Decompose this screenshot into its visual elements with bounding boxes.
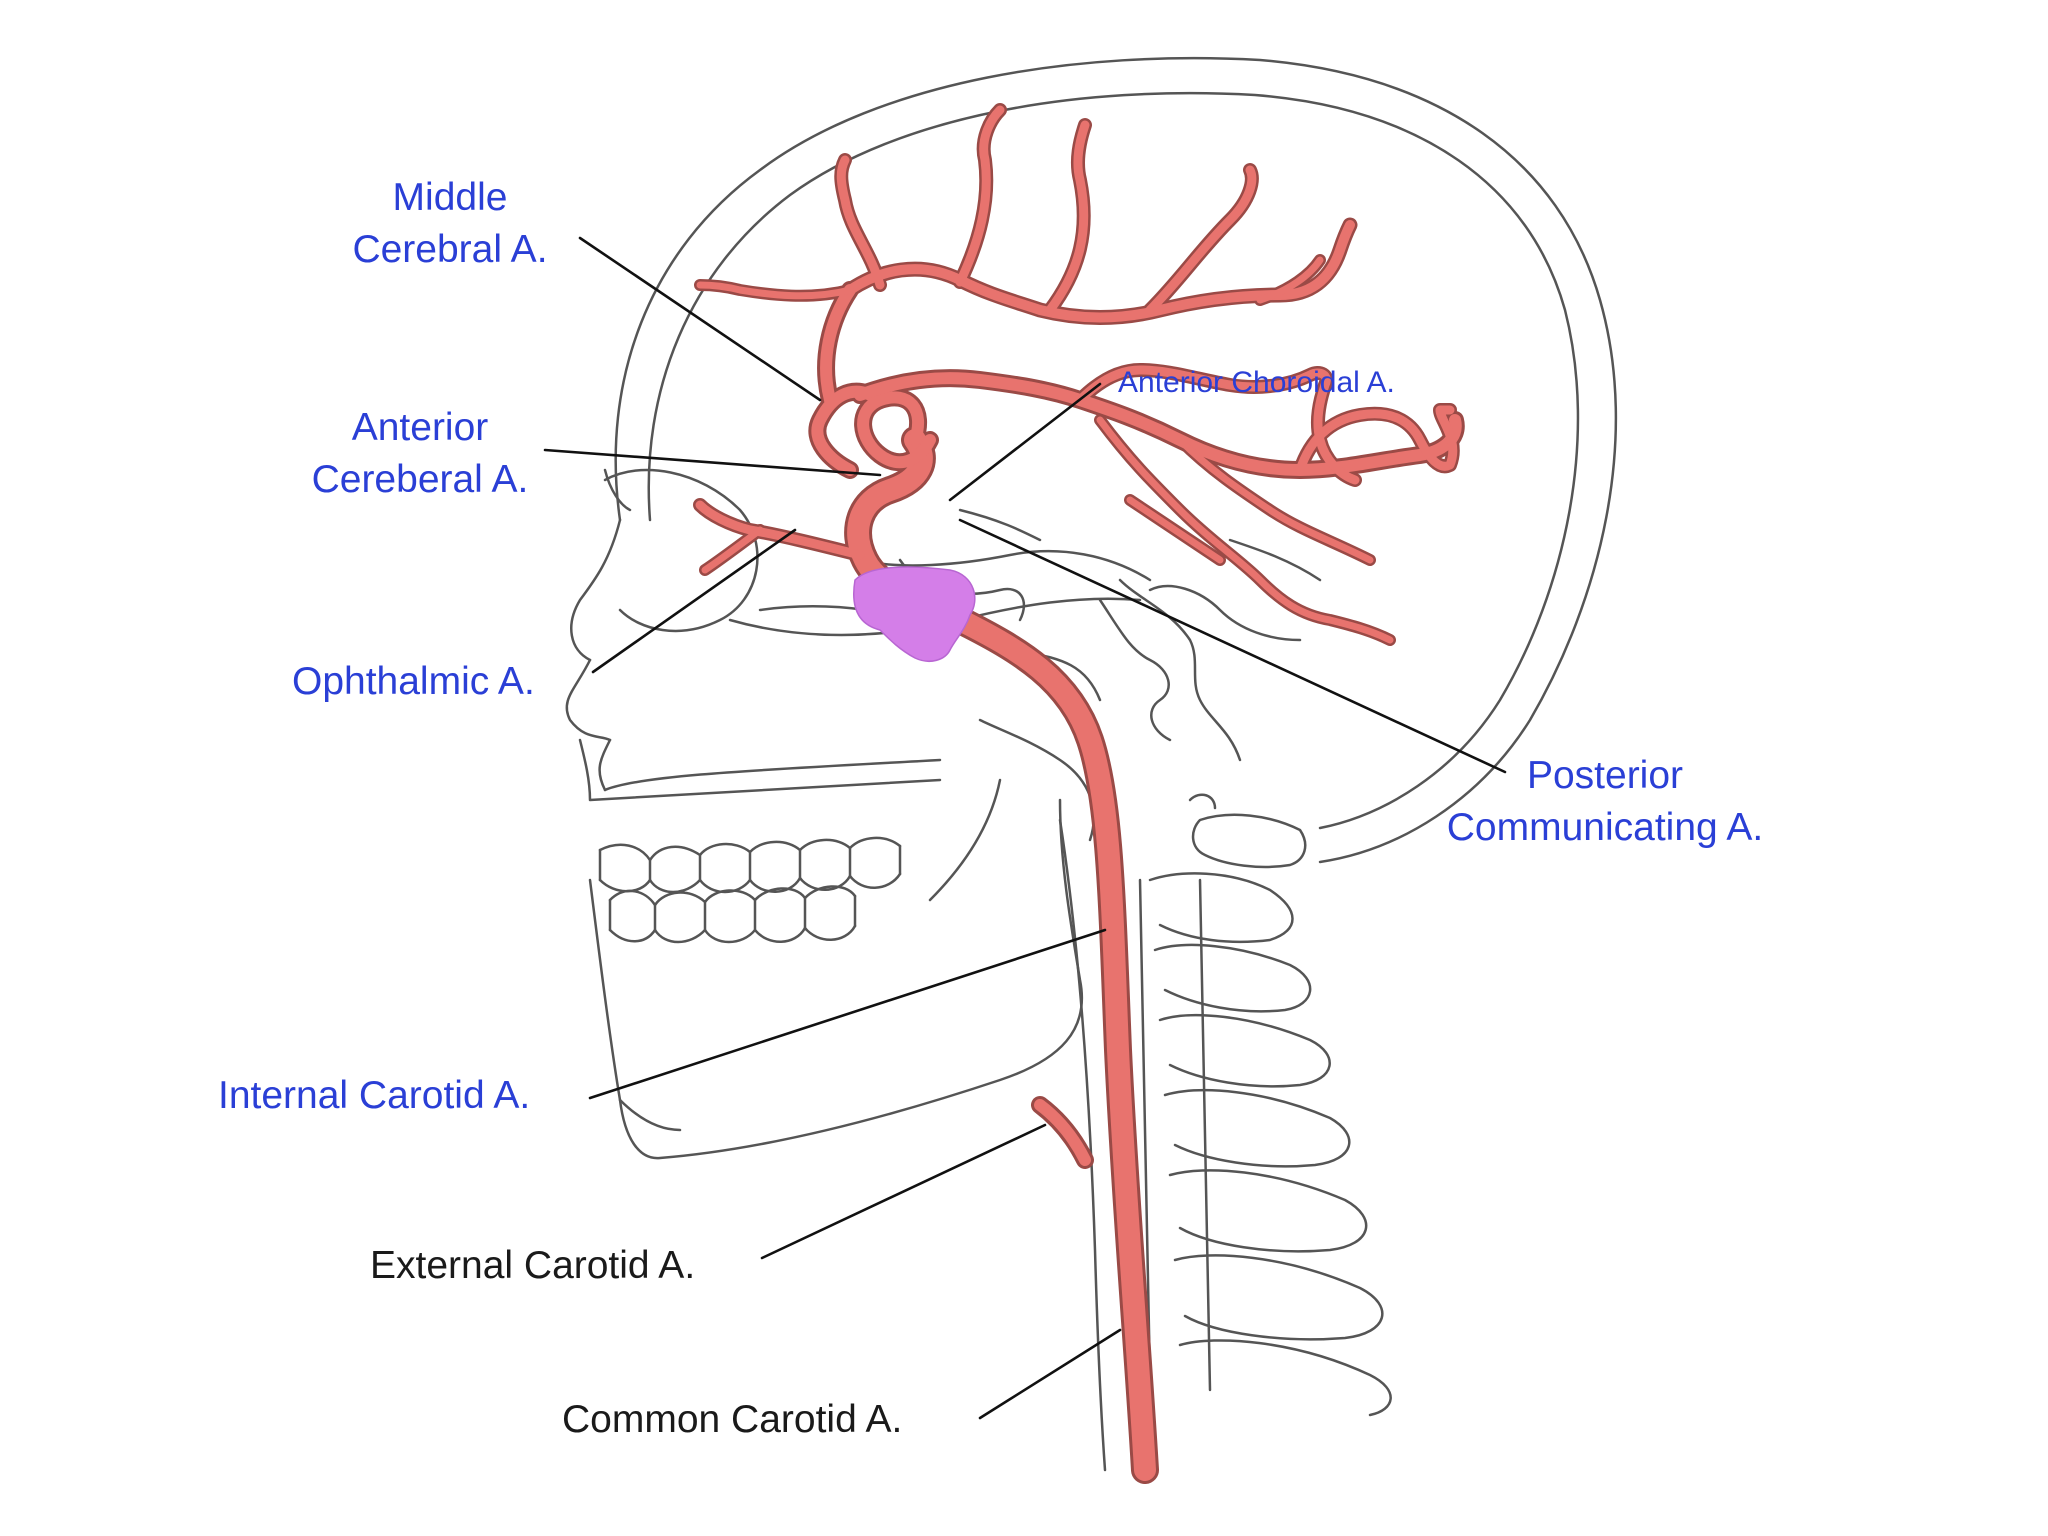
leader-line-middle-cerebral [578, 236, 822, 402]
label-middle-cerebral-line1: Middle [392, 176, 508, 219]
label-middle-cerebral-artery: Middle Cerebral A. [330, 172, 570, 276]
label-internal-carotid-artery: Internal Carotid A. [218, 1074, 531, 1117]
leader-line-anterior-cerebral [543, 448, 882, 477]
label-posterior-communicating-artery: Posterior Communicating A. [1420, 750, 1790, 854]
label-anterior-choroidal-artery: Anterior Choroidal A. [1118, 366, 1395, 399]
leader-line-external-carotid [760, 1123, 1047, 1260]
label-anterior-cerebral-line1: Anterior [351, 406, 489, 449]
leader-line-ophthalmic [591, 528, 797, 674]
skull-outline [565, 56, 1618, 1472]
label-anterior-cerebral-line2: Cereberal A. [311, 458, 529, 501]
highlight-region [853, 566, 976, 662]
leader-line-posterior-communicating [958, 518, 1507, 774]
artery-tree [693, 103, 1465, 1484]
leader-lines [543, 236, 1507, 1420]
label-common-carotid-artery: Common Carotid A. [562, 1398, 903, 1441]
label-posterior-communicating-line2: Communicating A. [1446, 806, 1764, 849]
leader-line-internal-carotid [588, 928, 1107, 1100]
label-posterior-communicating-line1: Posterior [1526, 754, 1684, 797]
label-ophthalmic-artery: Ophthalmic A. [292, 660, 535, 703]
label-external-carotid-artery: External Carotid A. [370, 1244, 696, 1287]
label-anterior-cerebral-artery: Anterior Cereberal A. [285, 402, 555, 506]
leader-line-anterior-choroidal [948, 382, 1102, 502]
leader-line-common-carotid [978, 1328, 1122, 1420]
label-middle-cerebral-line2: Cerebral A. [352, 228, 548, 271]
